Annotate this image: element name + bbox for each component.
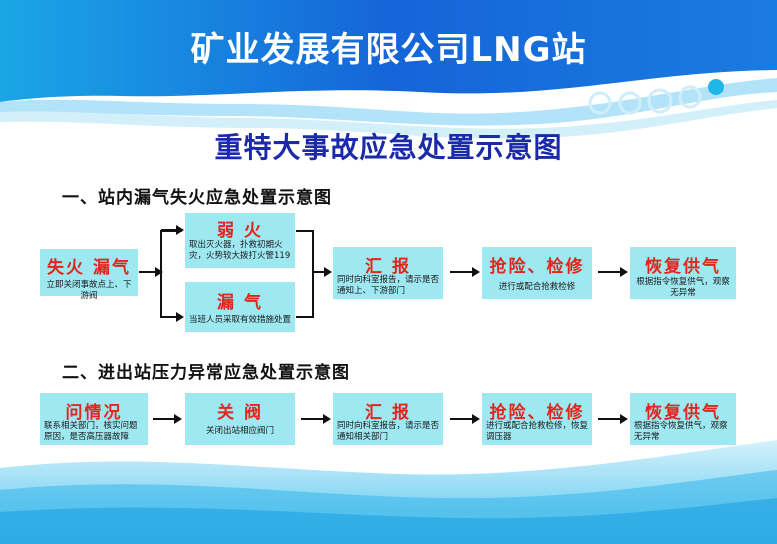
arrow-connector: [161, 312, 184, 322]
arrow-connector: [598, 414, 628, 424]
step-leak-box: 漏 气 当班人员采取有效措施处置: [185, 282, 295, 332]
step-repair-box: 抢险、检修 进行或配合抢救检修: [482, 247, 592, 299]
step-desc: 取出灭火器，扑救初期火灾，火势较大拨打火警119: [189, 240, 291, 261]
step-desc: 根据指令恢复供气，观察无异常: [634, 421, 728, 442]
step-desc: 立即关闭事故点上、下游阀: [46, 280, 132, 301]
step-desc: 联系相关部门，核实问题原因，是否高压器故障: [44, 421, 138, 442]
step-title: 抢险、检修: [489, 403, 585, 423]
step-inquire-box: 问情况 联系相关部门，核实问题原因，是否高压器故障: [40, 393, 148, 445]
branch-bracket-right: [296, 230, 314, 318]
step-report-box: 汇 报 同时向科室报告，请示是否通知上、下游部门: [333, 247, 443, 299]
step-desc: 当班人员采取有效措施处置: [189, 315, 292, 325]
step-title: 失火 漏气: [47, 258, 131, 278]
branch-bracket-left: [160, 230, 182, 318]
step-desc: 进行或配合抢救检修，恢复调压器: [486, 421, 589, 442]
section2-heading: 二、进出站压力异常应急处置示意图: [62, 363, 350, 383]
arrow-connector: [598, 267, 628, 277]
step-desc: 进行或配合抢救检修: [498, 282, 576, 292]
step-desc: 关闭出站相应阀门: [205, 426, 274, 436]
step-title: 汇 报: [365, 403, 411, 423]
step-report-box-2: 汇 报 同时向科室报告，请示是否通知相关部门: [333, 393, 443, 445]
step-desc: 同时向科室报告，请示是否通知相关部门: [337, 421, 440, 442]
step-fire-leak-box: 失火 漏气 立即关闭事故点上、下游阀: [40, 249, 138, 301]
main-title: 重特大事故应急处置示意图: [214, 131, 563, 164]
arrow-connector: [450, 267, 480, 277]
step-title: 漏 气: [217, 293, 263, 313]
step-restore-box: 恢复供气 根据指令恢复供气，观察无异常: [630, 247, 736, 299]
step-title: 恢复供气: [645, 257, 721, 277]
arrow-connector: [301, 414, 331, 424]
step-title: 问情况: [65, 403, 123, 423]
step-title: 弱 火: [217, 221, 263, 241]
arrow-connector: [153, 414, 182, 424]
step-desc: 同时向科室报告，请示是否通知上、下游部门: [337, 275, 440, 296]
step-repair-box-2: 抢险、检修 进行或配合抢救检修，恢复调压器: [482, 393, 592, 445]
arrow-connector: [314, 267, 332, 277]
step-weak-fire-box: 弱 火 取出灭火器，扑救初期火灾，火势较大拨打火警119: [185, 213, 295, 268]
step-title: 关 阀: [217, 403, 263, 423]
step-close-valve-box: 关 阀 关闭出站相应阀门: [185, 393, 295, 445]
company-name: 矿业发展有限公司LNG站: [190, 30, 587, 70]
step-desc: 根据指令恢复供气，观察无异常: [636, 277, 730, 298]
step-title: 恢复供气: [645, 403, 721, 423]
step-title: 抢险、检修: [489, 257, 585, 277]
section1-heading: 一、站内漏气失火应急处置示意图: [62, 188, 332, 208]
step-title: 汇 报: [365, 257, 411, 277]
arrow-connector: [139, 267, 163, 277]
arrow-connector: [450, 414, 480, 424]
arrow-connector: [161, 225, 184, 235]
step-restore-box-2: 恢复供气 根据指令恢复供气，观察无异常: [630, 393, 736, 445]
